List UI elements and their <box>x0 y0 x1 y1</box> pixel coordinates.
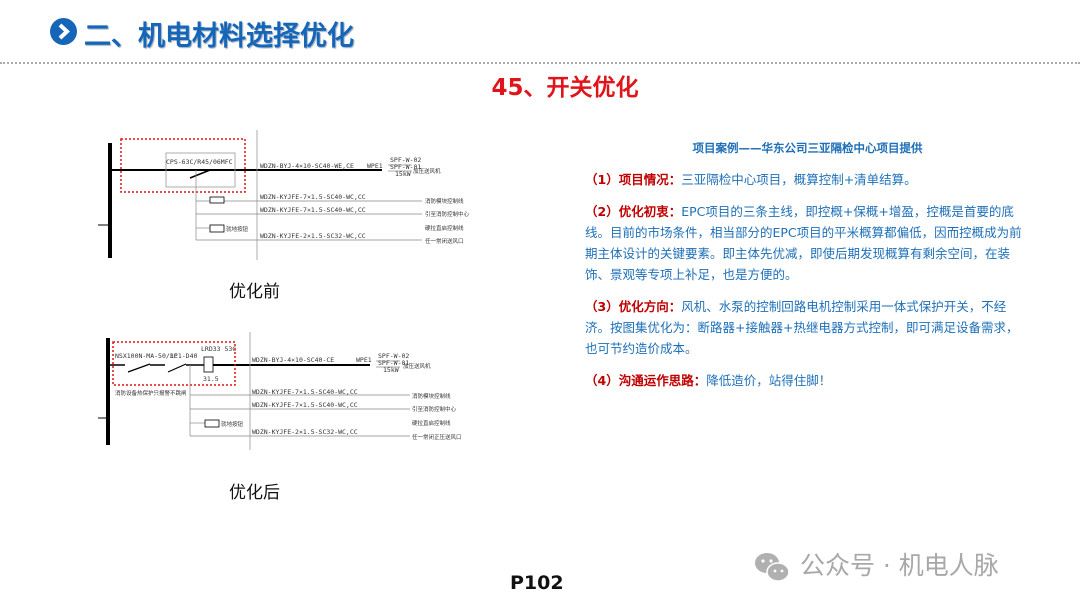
case-item-text: EPC项目的三条主线，即控概+保概+增盈，控概是首要的底线。目前的市场条件，相当… <box>585 204 1022 282</box>
equipment-code: SPF-W-02 <box>378 352 410 360</box>
diagram-after-lines <box>98 332 410 450</box>
branch-cable-label: WDZN-KYJFE-7×1.5-SC40-WC,CC <box>252 401 358 409</box>
branch-label: 硬拉直启控制线 <box>412 421 451 427</box>
relay-setting: 31.5 <box>203 375 219 383</box>
power-label: 15kW <box>395 170 411 178</box>
case-item-key: （3）优化方向： <box>585 299 682 314</box>
wechat-icon <box>755 553 790 582</box>
watermark: 公众号 · 机电人脉 <box>752 546 999 584</box>
load-label: 加压送风机 <box>413 169 441 175</box>
caption-after: 优化后 <box>229 483 280 503</box>
case-item-key: （2）优化初衷： <box>585 204 682 219</box>
button-label: 就地按钮 <box>221 422 244 428</box>
case-item-key: （1）项目情况： <box>585 172 682 187</box>
load-label: 加压送风机 <box>403 364 431 370</box>
button-label: 就地按钮 <box>226 227 249 233</box>
case-item-text: 降低造价，站得住脚！ <box>706 373 832 388</box>
branch-label: 任一常闭送风口 <box>425 239 464 245</box>
caption-before: 优化前 <box>229 282 280 302</box>
main-cable-label: WDZN-BYJ-4×10-SC40-WE,CE <box>260 162 354 170</box>
note-label: 消防设备热保护只报警不跳闸 <box>115 391 187 397</box>
branch-cable-label: WDZN-KYJFE-2×1.5-SC32-WC,CC <box>252 428 358 436</box>
circuit-label: WPE1 <box>367 162 383 170</box>
branch-label: 消防模块控制线 <box>425 199 464 205</box>
branch-label: 硬拉直启控制线 <box>425 226 464 232</box>
case-panel: 项目案例——华东公司三亚隔检中心项目提供 （1）项目情况：三亚隔检中心项目，概算… <box>585 138 1030 402</box>
relay-label: LRD33 53C <box>201 345 237 353</box>
chevron-right-circle-icon <box>50 18 77 45</box>
breaker-label: NSX100N-MA-50/3P <box>115 352 178 360</box>
contactor-label: LC1-D40 <box>170 352 198 360</box>
branch-label: 引至消防控制中心 <box>425 212 470 218</box>
case-item: （2）优化初衷：EPC项目的三条主线，即控概+保概+增盈，控概是首要的底线。目前… <box>585 201 1030 285</box>
diagram-before-lines <box>98 130 422 260</box>
case-item-key: （4）沟通运作思路： <box>585 373 707 388</box>
branch-label: 任一常闭正压送风口 <box>412 435 462 441</box>
case-title: 项目案例——华东公司三亚隔检中心项目提供 <box>692 141 923 155</box>
power-label: 15kW <box>383 366 399 374</box>
circuit-label: WPE1 <box>356 356 372 364</box>
breaker-label: CPS-63C/R45/06MFC <box>166 158 233 166</box>
slide-subtitle: 45、开关优化 <box>491 75 639 101</box>
watermark-text: 公众号 · 机电人脉 <box>799 551 999 580</box>
case-item-text: 风机、水泵的控制回路电机控制采用一体式保护开关，不经济。按图集优化为：断路器+接… <box>585 299 1019 356</box>
header-divider <box>0 62 1080 64</box>
branch-cable-label: WDZN-KYJFE-7×1.5-SC40-WC,CC <box>260 193 366 201</box>
case-item: （4）沟通运作思路：降低造价，站得住脚！ <box>585 370 1030 391</box>
branch-cable-label: WDZN-KYJFE-2×1.5-SC32-WC,CC <box>260 232 366 240</box>
equipment-code: SPF-W-01 <box>390 163 422 171</box>
page-number: P102 <box>510 572 564 594</box>
main-cable-label: WDZN-BYJ-4×10-SC40-CE <box>252 356 335 364</box>
branch-label: 引至消防控制中心 <box>412 407 457 413</box>
case-item: （1）项目情况：三亚隔检中心项目，概算控制+清单结算。 <box>585 169 1030 190</box>
case-item-text: 三亚隔检中心项目，概算控制+清单结算。 <box>681 172 917 187</box>
equipment-code: SPF-W-02 <box>390 156 422 164</box>
branch-label: 消防模块控制线 <box>412 394 451 400</box>
section-title: 二、机电材料选择优化 <box>84 21 354 52</box>
branch-cable-label: WDZN-KYJFE-7×1.5-SC40-WC,CC <box>260 206 366 214</box>
case-item: （3）优化方向：风机、水泵的控制回路电机控制采用一体式保护开关，不经济。按图集优… <box>585 296 1030 359</box>
equipment-code: SPF-W-01 <box>378 359 410 367</box>
branch-cable-label: WDZN-KYJFE-7×1.5-SC40-WC,CC <box>252 388 358 396</box>
